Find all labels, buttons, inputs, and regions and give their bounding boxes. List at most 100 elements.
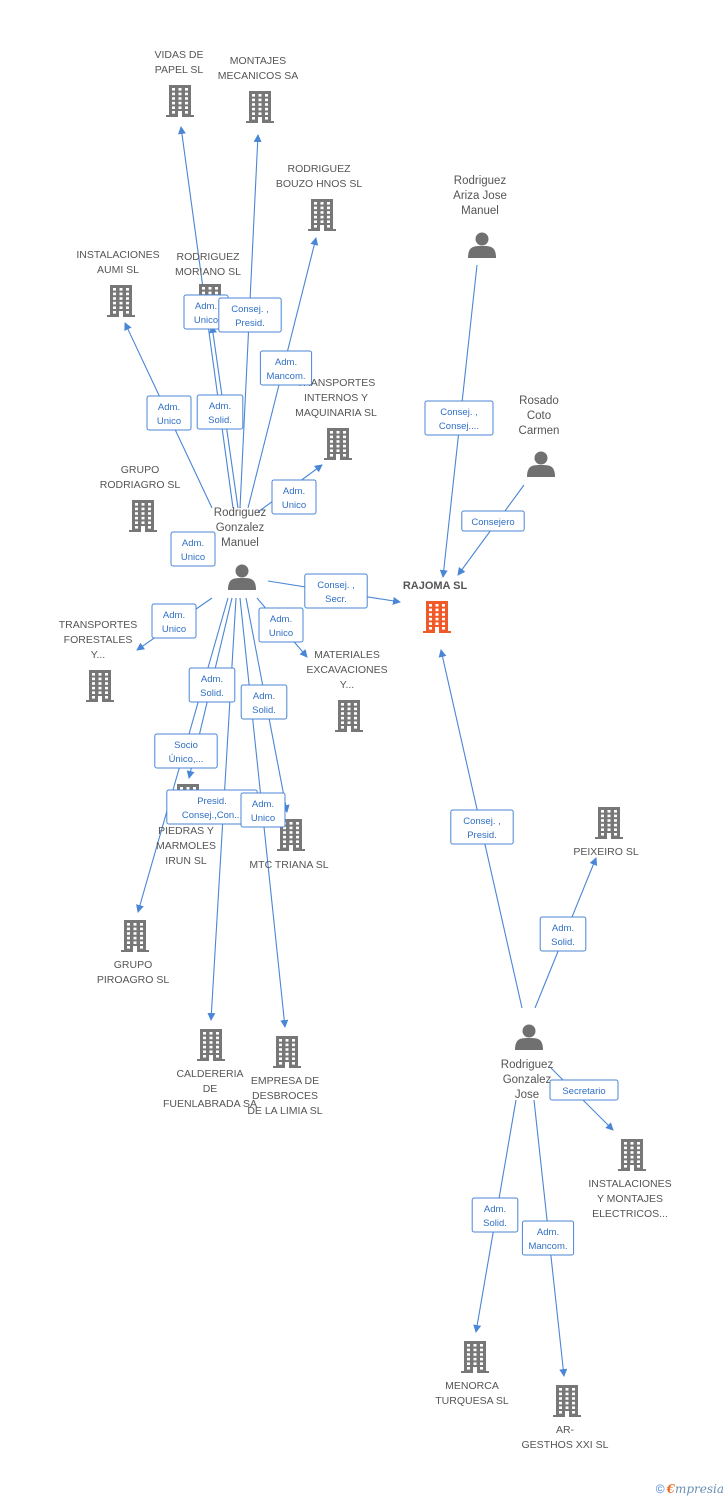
edge-label-e_argesthos[interactable]: Adm.Mancom.: [521, 1220, 575, 1256]
edge-label-e_rajoma_m[interactable]: Consej. ,Secr.: [304, 573, 368, 609]
building-icon: [121, 920, 149, 952]
edge-label-e_materiales[interactable]: Adm.Unico: [258, 607, 304, 643]
edge-label-text: Adm.: [209, 401, 231, 412]
building-icon: [595, 807, 623, 839]
node-materiales[interactable]: MATERIALESEXCAVACIONESY...: [306, 649, 388, 732]
edge-label-text: Solid.: [200, 688, 224, 699]
edge-label-e_bouzo[interactable]: Adm.Mancom.: [259, 350, 313, 386]
edge-label-text: Secretario: [562, 1086, 605, 1097]
edge-label-text: Presid.: [235, 318, 265, 329]
edge-label-text: Unico: [282, 500, 306, 511]
edge-label-e_rajoma_j[interactable]: Consej. ,Presid.: [450, 809, 514, 845]
edge-label-text: Unico: [194, 315, 218, 326]
node-label: RODRIGUEZ: [177, 251, 241, 263]
edge-label-e_ariza[interactable]: Consej. ,Consej....: [424, 400, 494, 436]
edge-label-e_aumi[interactable]: Adm.Unico: [146, 395, 192, 431]
edge-label-text: Mancom.: [266, 371, 305, 382]
edge-label-text: Unico: [181, 552, 205, 563]
node-mtc[interactable]: MTC TRIANA SL: [249, 819, 329, 871]
edge-label-text: Consej. ,: [317, 580, 355, 591]
edge-label-box: [259, 350, 313, 386]
node-rajoma[interactable]: RAJOMA SL: [403, 580, 468, 633]
edge-label-e_piroagro[interactable]: SocioÚnico,...: [154, 733, 218, 769]
edge-label-e_moriano[interactable]: Consej. ,Presid.: [218, 297, 282, 333]
edge-label-text: Adm.: [270, 614, 292, 625]
edge-label-text: Consej.,Con...: [182, 810, 242, 821]
node-label: GRUPO: [121, 464, 160, 476]
building-icon: [308, 199, 336, 231]
edge-label-text: Presid.: [467, 830, 497, 841]
building-icon: [618, 1139, 646, 1171]
edge-label-e_peixeiro[interactable]: Adm. Solid.: [539, 916, 587, 952]
edge-label-e_rodriagro[interactable]: Adm. Unico: [170, 531, 216, 567]
node-label: RODRIGUEZ: [288, 163, 352, 175]
edge-label-text: Adm.: [182, 538, 204, 549]
edge-label-text: Solid.: [483, 1218, 507, 1229]
edge-label-text: Adm.: [552, 923, 574, 934]
node-label: Gonzalez: [216, 522, 265, 534]
building-icon: [553, 1385, 581, 1417]
node-label: Ariza Jose: [453, 190, 507, 202]
edge-label-text: Consej....: [439, 421, 479, 432]
node-label: DE LA LIMIA SL: [247, 1105, 322, 1117]
edge-label-box: [304, 573, 368, 609]
edge-label-e_menorca[interactable]: Adm.Solid.: [471, 1197, 519, 1233]
node-label: IRUN SL: [165, 855, 207, 867]
edge-label-box: [521, 1220, 575, 1256]
edge-label-box: [471, 1197, 519, 1233]
edge-label-text: Adm.: [253, 691, 275, 702]
node-label: TRANSPORTES: [297, 377, 376, 389]
node-peixeiro[interactable]: PEIXEIRO SL: [573, 807, 639, 858]
edge-label-text: Solid.: [551, 937, 575, 948]
edge-label-e_transp_int[interactable]: Adm.Unico: [271, 479, 317, 515]
node-label: DE: [203, 1083, 218, 1095]
edge-label-box: [170, 531, 216, 567]
edge-label-text: Unico: [162, 624, 186, 635]
edge-label-text: Adm.: [158, 402, 180, 413]
node-transp_for[interactable]: TRANSPORTESFORESTALESY...: [59, 619, 138, 702]
node-label: Y...: [340, 679, 354, 691]
edge-label-box: [146, 395, 192, 431]
watermark-text: mpresia: [674, 1482, 724, 1496]
edge-label-box: [240, 792, 286, 828]
edge-label-box: [154, 733, 218, 769]
edge-label-e_inst_mont[interactable]: Secretario: [549, 1079, 619, 1101]
edge-label-e_montajes[interactable]: Adm. Solid.: [196, 394, 244, 430]
building-icon: [129, 500, 157, 532]
node-label: Carmen: [519, 425, 560, 437]
node-label: FUENLABRADA SA: [163, 1098, 257, 1110]
node-label: Rodriguez: [214, 507, 267, 519]
copyright-symbol: ©: [655, 1482, 665, 1496]
edge-label-text: Solid.: [208, 415, 232, 426]
building-icon: [197, 1029, 225, 1061]
node-argesthos[interactable]: AR-GESTHOS XXI SL: [522, 1385, 609, 1451]
edge-label-e_rosado[interactable]: Consejero: [461, 510, 525, 532]
edge-label-e_desbroces[interactable]: Adm.Unico: [240, 792, 286, 828]
node-label: MENORCA: [445, 1380, 499, 1392]
person-icon: [468, 232, 496, 258]
edge-label-e_transp_for[interactable]: Adm.Unico: [151, 603, 197, 639]
node-label: VIDAS DE: [154, 49, 203, 61]
edge-label-e_mtc[interactable]: Adm.Solid.: [240, 684, 288, 720]
node-label: GESTHOS XXI SL: [522, 1439, 609, 1451]
edge-label-e_piedras[interactable]: Adm.Solid.: [188, 667, 236, 703]
node-label: MORIANO SL: [175, 266, 241, 278]
person-icon: [515, 1024, 543, 1050]
